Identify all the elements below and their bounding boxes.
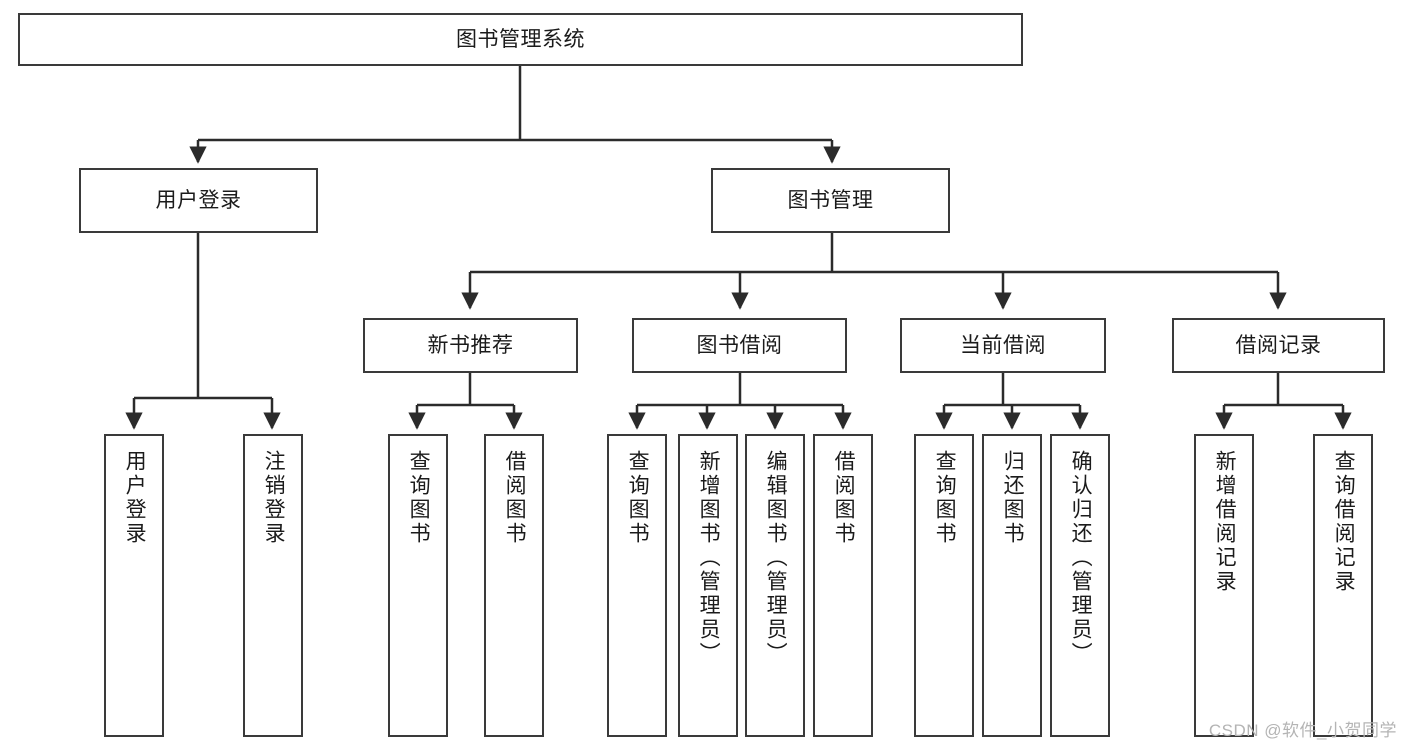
node-leaf-bookborrow-edit[interactable]: 编辑图书（管理员）: [745, 434, 805, 737]
node-leaf-bookborrow-edit-label: 编辑图书（管理员）: [764, 450, 788, 666]
node-leaf-currentborrow-query-label: 查询图书: [933, 450, 957, 546]
node-leaf-bookborrow-add-label: 新增图书（管理员）: [697, 450, 721, 666]
node-leaf-user-login-signin[interactable]: 用户登录: [104, 434, 164, 737]
node-leaf-currentborrow-confirm-label: 确认归还（管理员）: [1069, 450, 1093, 666]
node-leaf-newbook-query-label: 查询图书: [407, 450, 431, 546]
node-user-login-label: 用户登录: [155, 188, 242, 212]
node-leaf-currentborrow-query[interactable]: 查询图书: [914, 434, 974, 737]
node-leaf-user-login-signout-label: 注销登录: [262, 450, 286, 546]
node-borrow-record[interactable]: 借阅记录: [1172, 318, 1385, 373]
node-current-borrow-label: 当前借阅: [960, 333, 1046, 357]
node-borrow-record-label: 借阅记录: [1235, 333, 1322, 357]
node-root-system[interactable]: 图书管理系统: [18, 13, 1023, 66]
node-book-borrow[interactable]: 图书借阅: [632, 318, 847, 373]
node-leaf-borrowrecord-query-label: 查询借阅记录: [1332, 450, 1356, 594]
node-leaf-currentborrow-confirm[interactable]: 确认归还（管理员）: [1050, 434, 1110, 737]
node-book-management[interactable]: 图书管理: [711, 168, 950, 233]
node-new-book-recommend-label: 新书推荐: [427, 333, 514, 357]
node-new-book-recommend[interactable]: 新书推荐: [363, 318, 578, 373]
node-current-borrow[interactable]: 当前借阅: [900, 318, 1106, 373]
node-leaf-borrowrecord-add-label: 新增借阅记录: [1213, 450, 1237, 594]
node-leaf-bookborrow-add[interactable]: 新增图书（管理员）: [678, 434, 738, 737]
node-leaf-borrowrecord-add[interactable]: 新增借阅记录: [1194, 434, 1254, 737]
node-leaf-newbook-borrow[interactable]: 借阅图书: [484, 434, 544, 737]
node-leaf-newbook-query[interactable]: 查询图书: [388, 434, 448, 737]
csdn-watermark: CSDN @软件_小贺同学: [1208, 721, 1397, 740]
node-leaf-bookborrow-query[interactable]: 查询图书: [607, 434, 667, 737]
node-book-borrow-label: 图书借阅: [696, 333, 783, 357]
node-leaf-user-login-signin-label: 用户登录: [123, 450, 147, 546]
node-leaf-user-login-signout[interactable]: 注销登录: [243, 434, 303, 737]
node-user-login[interactable]: 用户登录: [79, 168, 318, 233]
node-leaf-currentborrow-return-label: 归还图书: [1001, 450, 1025, 546]
node-leaf-bookborrow-borrow-label: 借阅图书: [832, 450, 856, 546]
node-leaf-bookborrow-query-label: 查询图书: [626, 450, 650, 546]
node-leaf-borrowrecord-query[interactable]: 查询借阅记录: [1313, 434, 1373, 737]
node-leaf-bookborrow-borrow[interactable]: 借阅图书: [813, 434, 873, 737]
node-leaf-currentborrow-return[interactable]: 归还图书: [982, 434, 1042, 737]
node-leaf-newbook-borrow-label: 借阅图书: [503, 450, 527, 546]
node-root-system-label: 图书管理系统: [456, 27, 585, 51]
node-book-management-label: 图书管理: [787, 188, 874, 212]
